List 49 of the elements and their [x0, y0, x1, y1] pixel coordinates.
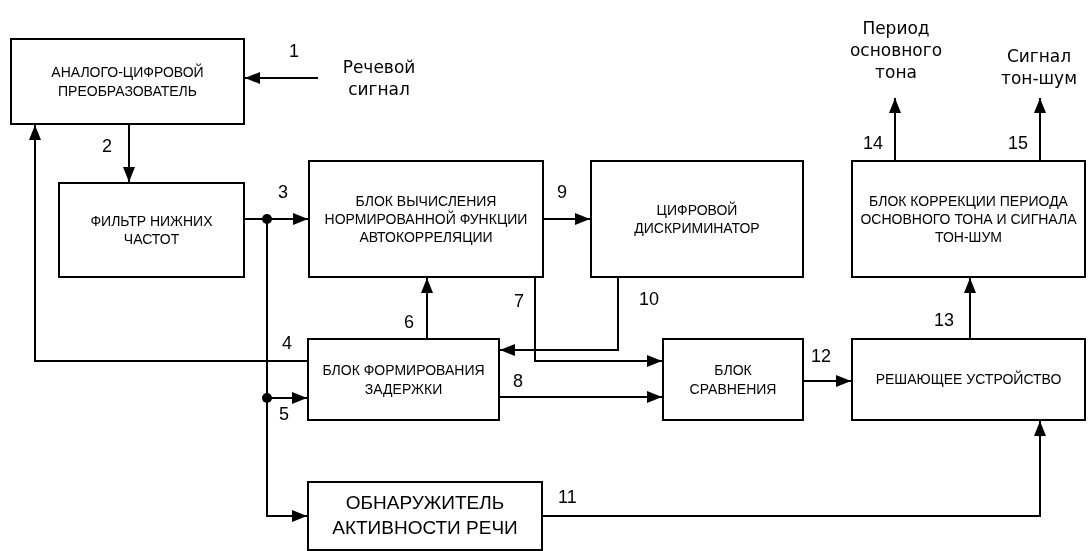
arrow	[1034, 97, 1046, 161]
block-box	[58, 182, 245, 278]
block-box	[307, 338, 500, 421]
block-label: ЦИФРОВОЙ ДИСКРИМИНАТОР	[633, 200, 761, 238]
edge-label: 12	[810, 347, 833, 365]
edge-label: 1	[288, 42, 300, 60]
signal-label: Речевой сигнал	[341, 55, 417, 101]
block-label: БЛОК КОРРЕКЦИИ ПЕРИОДА ОСНОВНОГО ТОНА И СИГНАЛА ТОН-ШУМ	[859, 191, 1078, 247]
arrow	[542, 420, 1046, 517]
block-box	[10, 38, 245, 125]
arrow	[889, 97, 901, 161]
arrow	[543, 213, 591, 225]
edge-label: 13	[933, 311, 956, 329]
block-box	[590, 160, 804, 278]
block-label: АНАЛОГО-ЦИФРОВОЙ ПРЕОБРАЗОВАТЕЛЬ	[50, 63, 205, 100]
block-box	[662, 338, 804, 421]
edge-label: 5	[278, 405, 290, 423]
block-box	[851, 160, 1086, 278]
signal-label: Период основного тона	[848, 16, 944, 84]
arrow	[29, 124, 308, 362]
edge-label: 11	[557, 488, 578, 506]
edge-label: 15	[1007, 134, 1030, 152]
edge-label: 6	[403, 313, 415, 331]
edge-label: 4	[281, 334, 293, 352]
signal-label: Сигнал тон-шум	[1000, 44, 1078, 90]
edge-label: 9	[556, 183, 568, 201]
block-label: БЛОК ВЫЧИСЛЕНИЯ НОРМИРОВАННОЙ ФУНКЦИИ АВТОКОРРЕЛЯЦИИ	[323, 191, 529, 247]
block-label: БЛОК СРАВНЕНИЯ	[688, 361, 778, 398]
block-box	[308, 160, 544, 278]
arrow	[421, 277, 433, 339]
arrow	[499, 277, 619, 356]
block-label: ОБНАРУЖИТЕЛЬ АКТИВНОСТИ РЕЧИ	[331, 491, 519, 540]
arrow	[123, 124, 135, 183]
arrow	[499, 391, 663, 403]
block-label: БЛОК ФОРМИРОВАНИЯ ЗАДЕРЖКИ	[321, 361, 486, 398]
block-box	[307, 481, 543, 551]
arrow	[803, 375, 852, 387]
arrow	[964, 277, 976, 339]
edge-label: 14	[862, 134, 885, 152]
edge-label: 7	[513, 292, 525, 310]
block-box	[851, 338, 1086, 421]
arrow	[534, 277, 663, 367]
edge-label: 8	[512, 372, 524, 390]
edge-label: 3	[277, 183, 289, 201]
edge-label: 2	[101, 137, 113, 155]
arrow	[244, 72, 319, 84]
edge-label: 10	[638, 290, 661, 308]
block-label: ФИЛЬТР НИЖНИХ ЧАСТОТ	[89, 211, 214, 249]
block-label: РЕШАЮЩЕЕ УСТРОЙСТВО	[875, 370, 1062, 389]
